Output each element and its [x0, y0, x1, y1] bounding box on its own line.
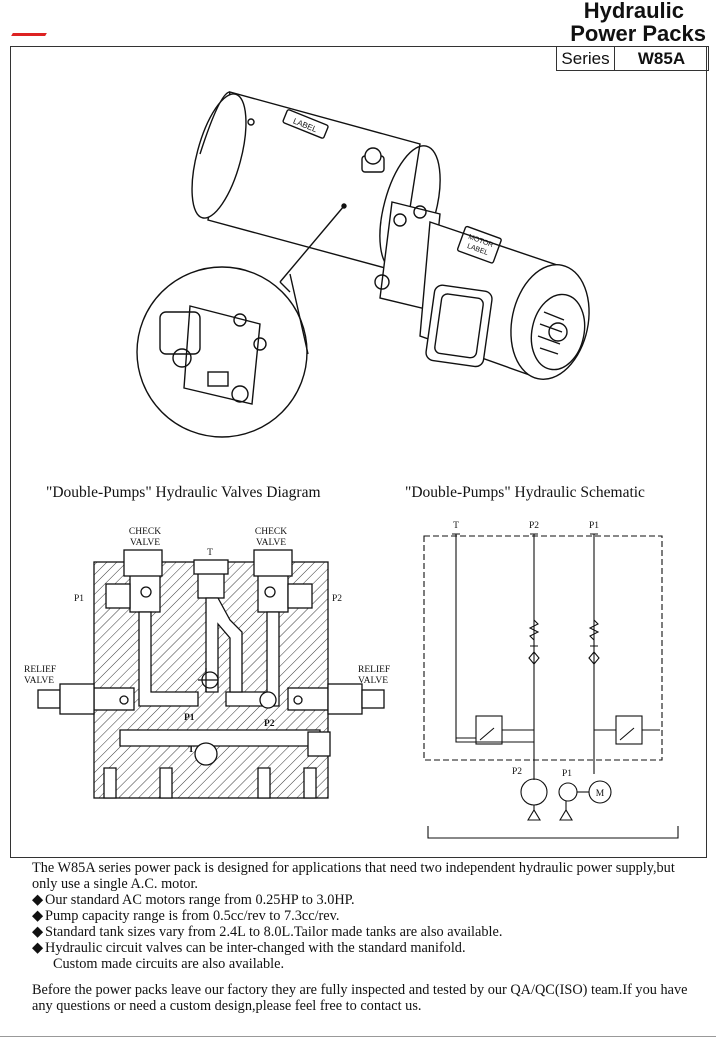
relief-valve-right-l1: RELIEF: [358, 665, 390, 675]
port-p2-internal: P2: [264, 719, 275, 729]
schematic-motor: M: [596, 789, 605, 799]
check-valve-left-l2: VALVE: [130, 538, 160, 548]
valves-diagram: CHECK VALVE CHECK VALVE T P1 P2 RELIEF V…: [24, 527, 390, 799]
bottom-rule: [0, 1036, 716, 1037]
port-t-internal: T: [188, 745, 195, 755]
relief-valve-right-l2: VALVE: [358, 676, 388, 686]
description-intro: The W85A series power pack is designed f…: [32, 860, 675, 892]
bullet-circuit-valves: Hydraulic circuit valves can be inter-ch…: [32, 940, 692, 956]
series-label: Series: [557, 47, 615, 70]
description-closing: Before the power packs leave our factory…: [32, 982, 688, 1014]
schematic-pump-p1: P1: [562, 769, 572, 779]
port-p1-left: P1: [74, 594, 84, 604]
valves-diagram-title: "Double-Pumps" Hydraulic Valves Diagram: [46, 484, 321, 501]
port-p2-right: P2: [332, 594, 342, 604]
schematic-port-t: T: [453, 521, 459, 531]
check-valve-right-l1: CHECK: [255, 527, 287, 537]
frame-top-border: [10, 46, 556, 47]
schematic-pump-p2: P2: [512, 767, 522, 777]
series-value: W85A: [637, 49, 686, 68]
check-valve-left-l1: CHECK: [129, 527, 161, 537]
bullet-pump-capacity: Pump capacity range is from 0.5cc/rev to…: [32, 908, 692, 924]
content-frame: [10, 46, 707, 858]
relief-valve-left-l2: VALVE: [24, 676, 54, 686]
schematic-port-p2: P2: [529, 521, 539, 531]
bullet-motors: Our standard AC motors range from 0.25HP…: [32, 892, 692, 908]
description-block: The W85A series power pack is designed f…: [32, 860, 692, 1014]
bullet-tank-sizes: Standard tank sizes vary from 2.4L to 8.…: [32, 924, 692, 940]
relief-valve-left-l1: RELIEF: [24, 665, 56, 675]
schematic-port-p1: P1: [589, 521, 599, 531]
check-valve-right-l2: VALVE: [256, 538, 286, 548]
schematic-title: "Double-Pumps" Hydraulic Schematic: [405, 484, 645, 501]
port-t-top: T: [207, 548, 213, 558]
page-title-line2: Power Packs: [570, 21, 706, 46]
port-p1-internal: P1: [184, 713, 195, 723]
page-title-line1: Hydraulic: [583, 0, 684, 23]
hydraulic-schematic: T P2 P1 P2 P1 M: [423, 521, 679, 839]
bullet-continuation: Custom made circuits are also available.: [53, 956, 285, 972]
series-box: Series W85A: [556, 46, 709, 71]
power-pack-illustration: LABEL MOTOR LABEL: [136, 91, 590, 438]
brand-mark: [11, 33, 47, 36]
